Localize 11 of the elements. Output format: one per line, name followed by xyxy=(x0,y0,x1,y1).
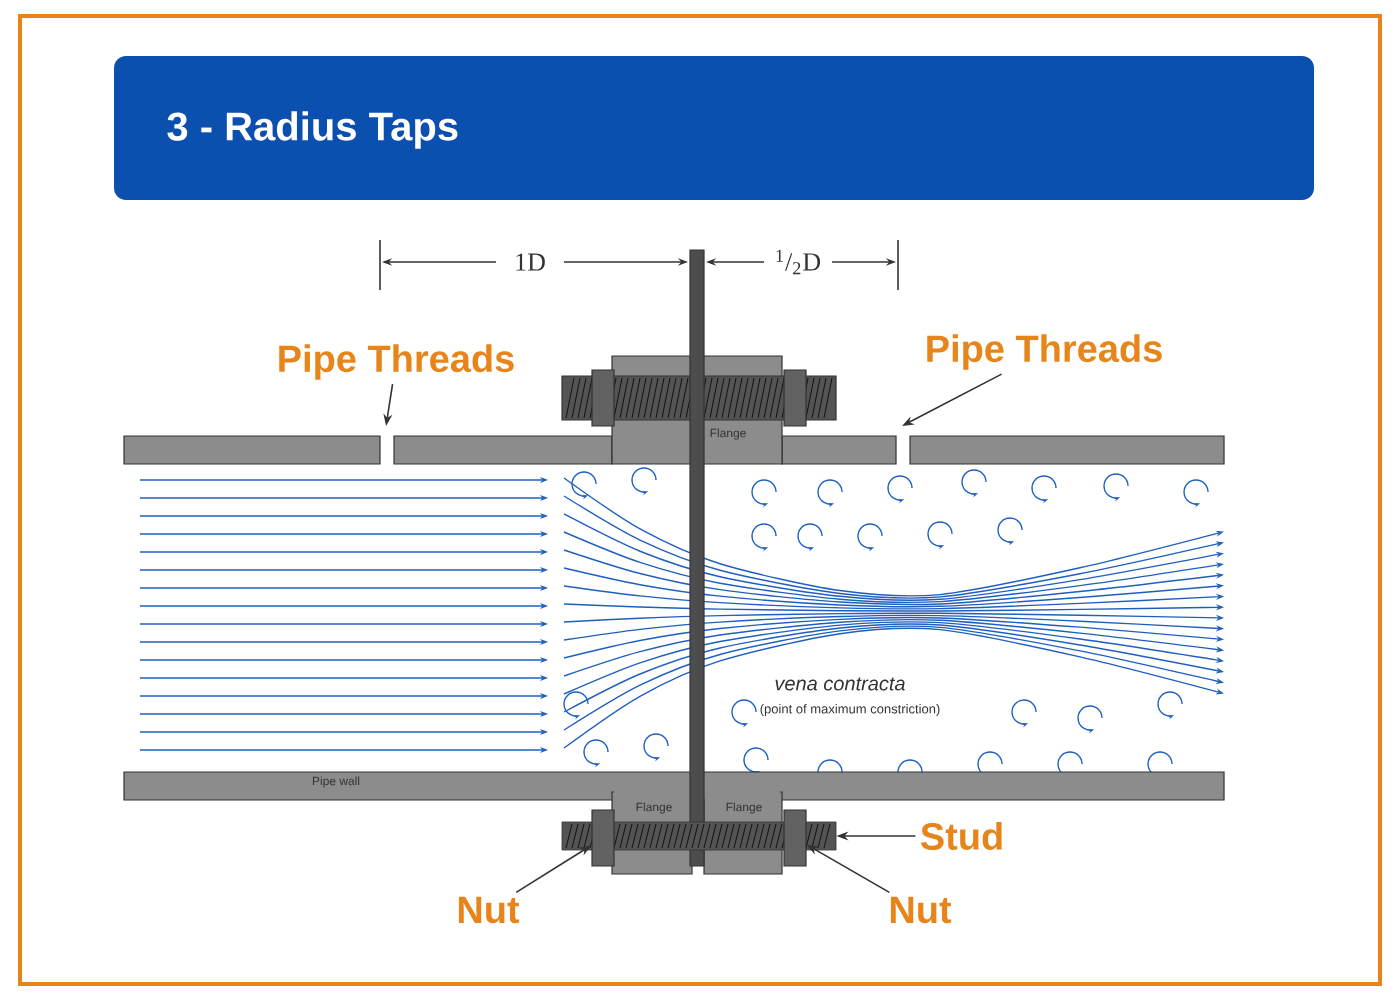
dimension-label: 1D xyxy=(516,253,545,271)
title-banner: 3 - Radius Taps xyxy=(114,56,1315,200)
callout-label: Pipe Threads xyxy=(927,334,1162,370)
callout-label: Stud xyxy=(920,822,1002,850)
dimension-label: $^{1}$/$_{2}$D xyxy=(776,249,821,275)
nut xyxy=(591,809,615,867)
nut xyxy=(783,809,807,867)
annotation-text: vena contracta xyxy=(775,677,905,691)
callout-label: Nut xyxy=(458,896,520,924)
callout-label: Nut xyxy=(890,896,952,924)
callout-label: Pipe Threads xyxy=(279,344,514,380)
